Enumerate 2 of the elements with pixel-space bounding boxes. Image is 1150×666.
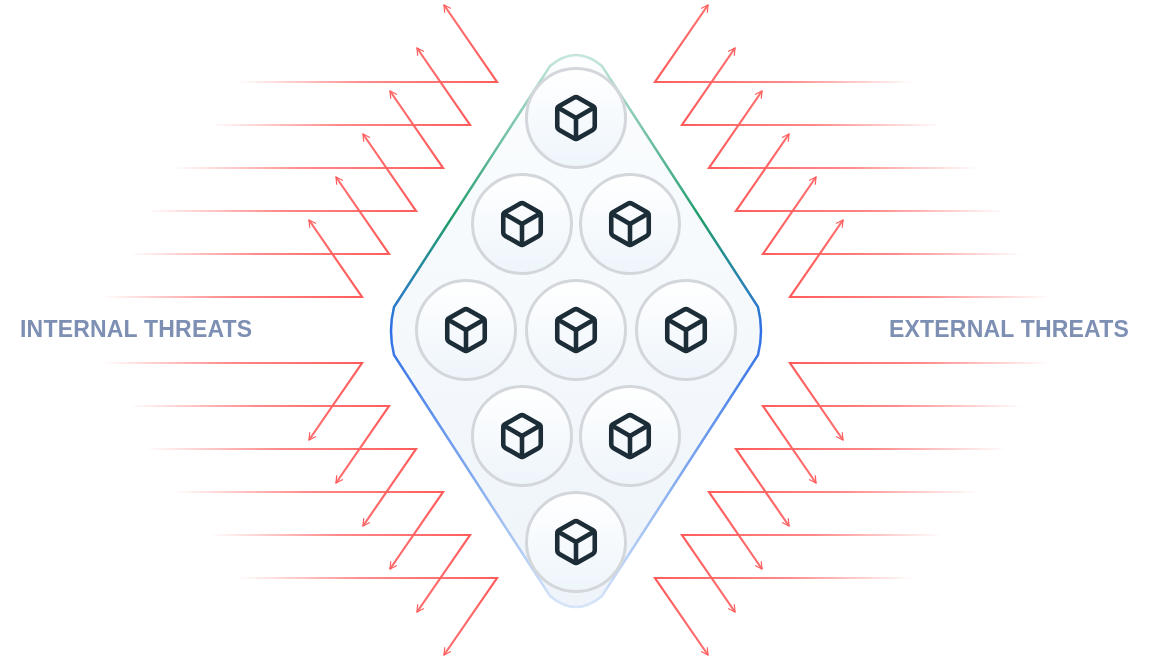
threat-label: EXTERNAL THREATS	[888, 316, 1129, 343]
threat-label: INTERNAL THREATS	[20, 316, 253, 343]
